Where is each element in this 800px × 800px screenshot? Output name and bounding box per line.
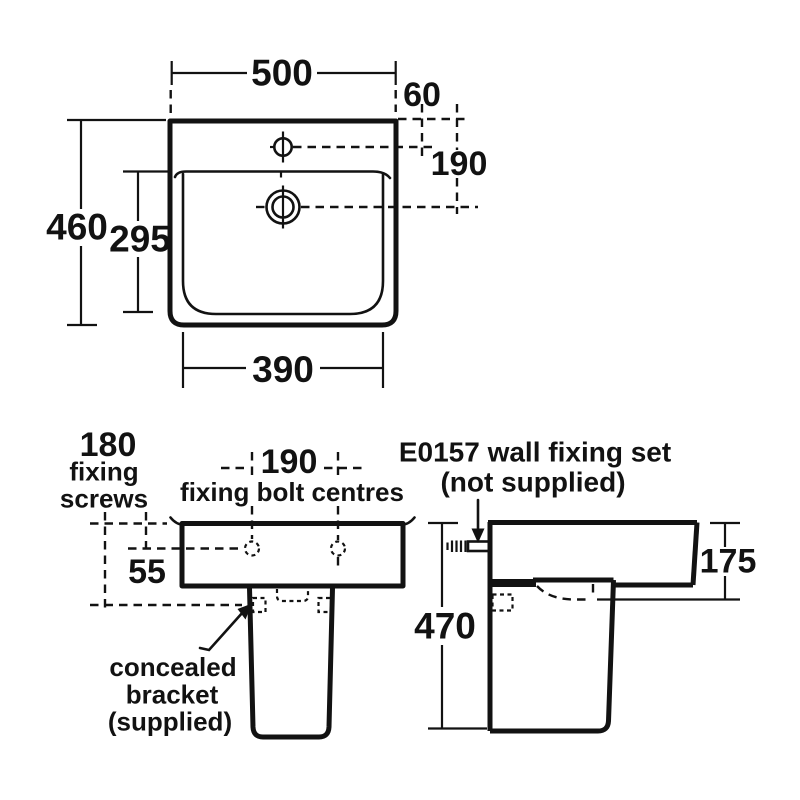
dim-60-label: 60 xyxy=(403,76,441,114)
dim-190-setback-label: 190 xyxy=(431,145,488,183)
dim-175-label: 175 xyxy=(700,543,757,581)
fixing-bolt-hole-right xyxy=(329,540,347,557)
fixing-set-caption-line1: E0157 wall fixing set xyxy=(399,437,671,468)
dim-190-bolt-centres-label: 190 xyxy=(261,443,318,481)
dim-180-label: 180 xyxy=(80,426,137,464)
dim-55-label: 55 xyxy=(128,553,166,591)
front-pedestal-recess xyxy=(275,589,310,603)
fixing-bolt-hole-left xyxy=(243,540,261,557)
plan-ledge-line xyxy=(173,170,392,180)
wall-screw-shank xyxy=(466,540,492,553)
concealed-bracket-caption-line2: bracket xyxy=(126,680,219,710)
front-bracket-hook-right xyxy=(317,596,333,614)
bracket-arrow-line xyxy=(198,610,245,652)
front-basin-outline xyxy=(179,521,406,589)
screws-word-label: screws xyxy=(60,484,148,514)
dim-390-label: 390 xyxy=(252,349,314,390)
side-bracket-hook xyxy=(491,593,514,612)
front-view: 180 fixing screws 190 fixing bolt centre… xyxy=(60,426,416,740)
plan-view: 500 60 190 460 295 390 xyxy=(46,53,487,391)
fixing-set-arrowhead xyxy=(471,528,485,543)
dim-295-label: 295 xyxy=(109,219,171,260)
front-rim-curl-left xyxy=(169,516,186,527)
front-pedestal-outline xyxy=(247,587,335,740)
side-bowl-hidden-curve xyxy=(536,585,588,601)
bracket-arrowhead xyxy=(237,603,252,620)
fixing-word-label: fixing xyxy=(69,457,138,487)
wall-screw-threads xyxy=(446,540,467,552)
side-view: 470 175 E0157 wall fixing set (not suppl… xyxy=(399,437,757,734)
side-basin-front-edge xyxy=(690,522,700,586)
front-bracket-hook-left xyxy=(251,596,267,614)
side-pedestal-outline xyxy=(490,579,616,734)
front-rim-curl-right xyxy=(399,516,416,527)
fixing-bolt-centres-caption: fixing bolt centres xyxy=(180,477,404,507)
concealed-bracket-caption-line1: concealed xyxy=(109,652,236,682)
concealed-bracket-caption-line3: (supplied) xyxy=(108,707,232,737)
dim-500-label: 500 xyxy=(251,53,313,94)
dim-460-label: 460 xyxy=(46,207,108,248)
fixing-set-caption-line2: (not supplied) xyxy=(440,467,625,498)
plan-bowl-outline xyxy=(181,172,385,316)
dim-470-label: 470 xyxy=(414,606,476,647)
